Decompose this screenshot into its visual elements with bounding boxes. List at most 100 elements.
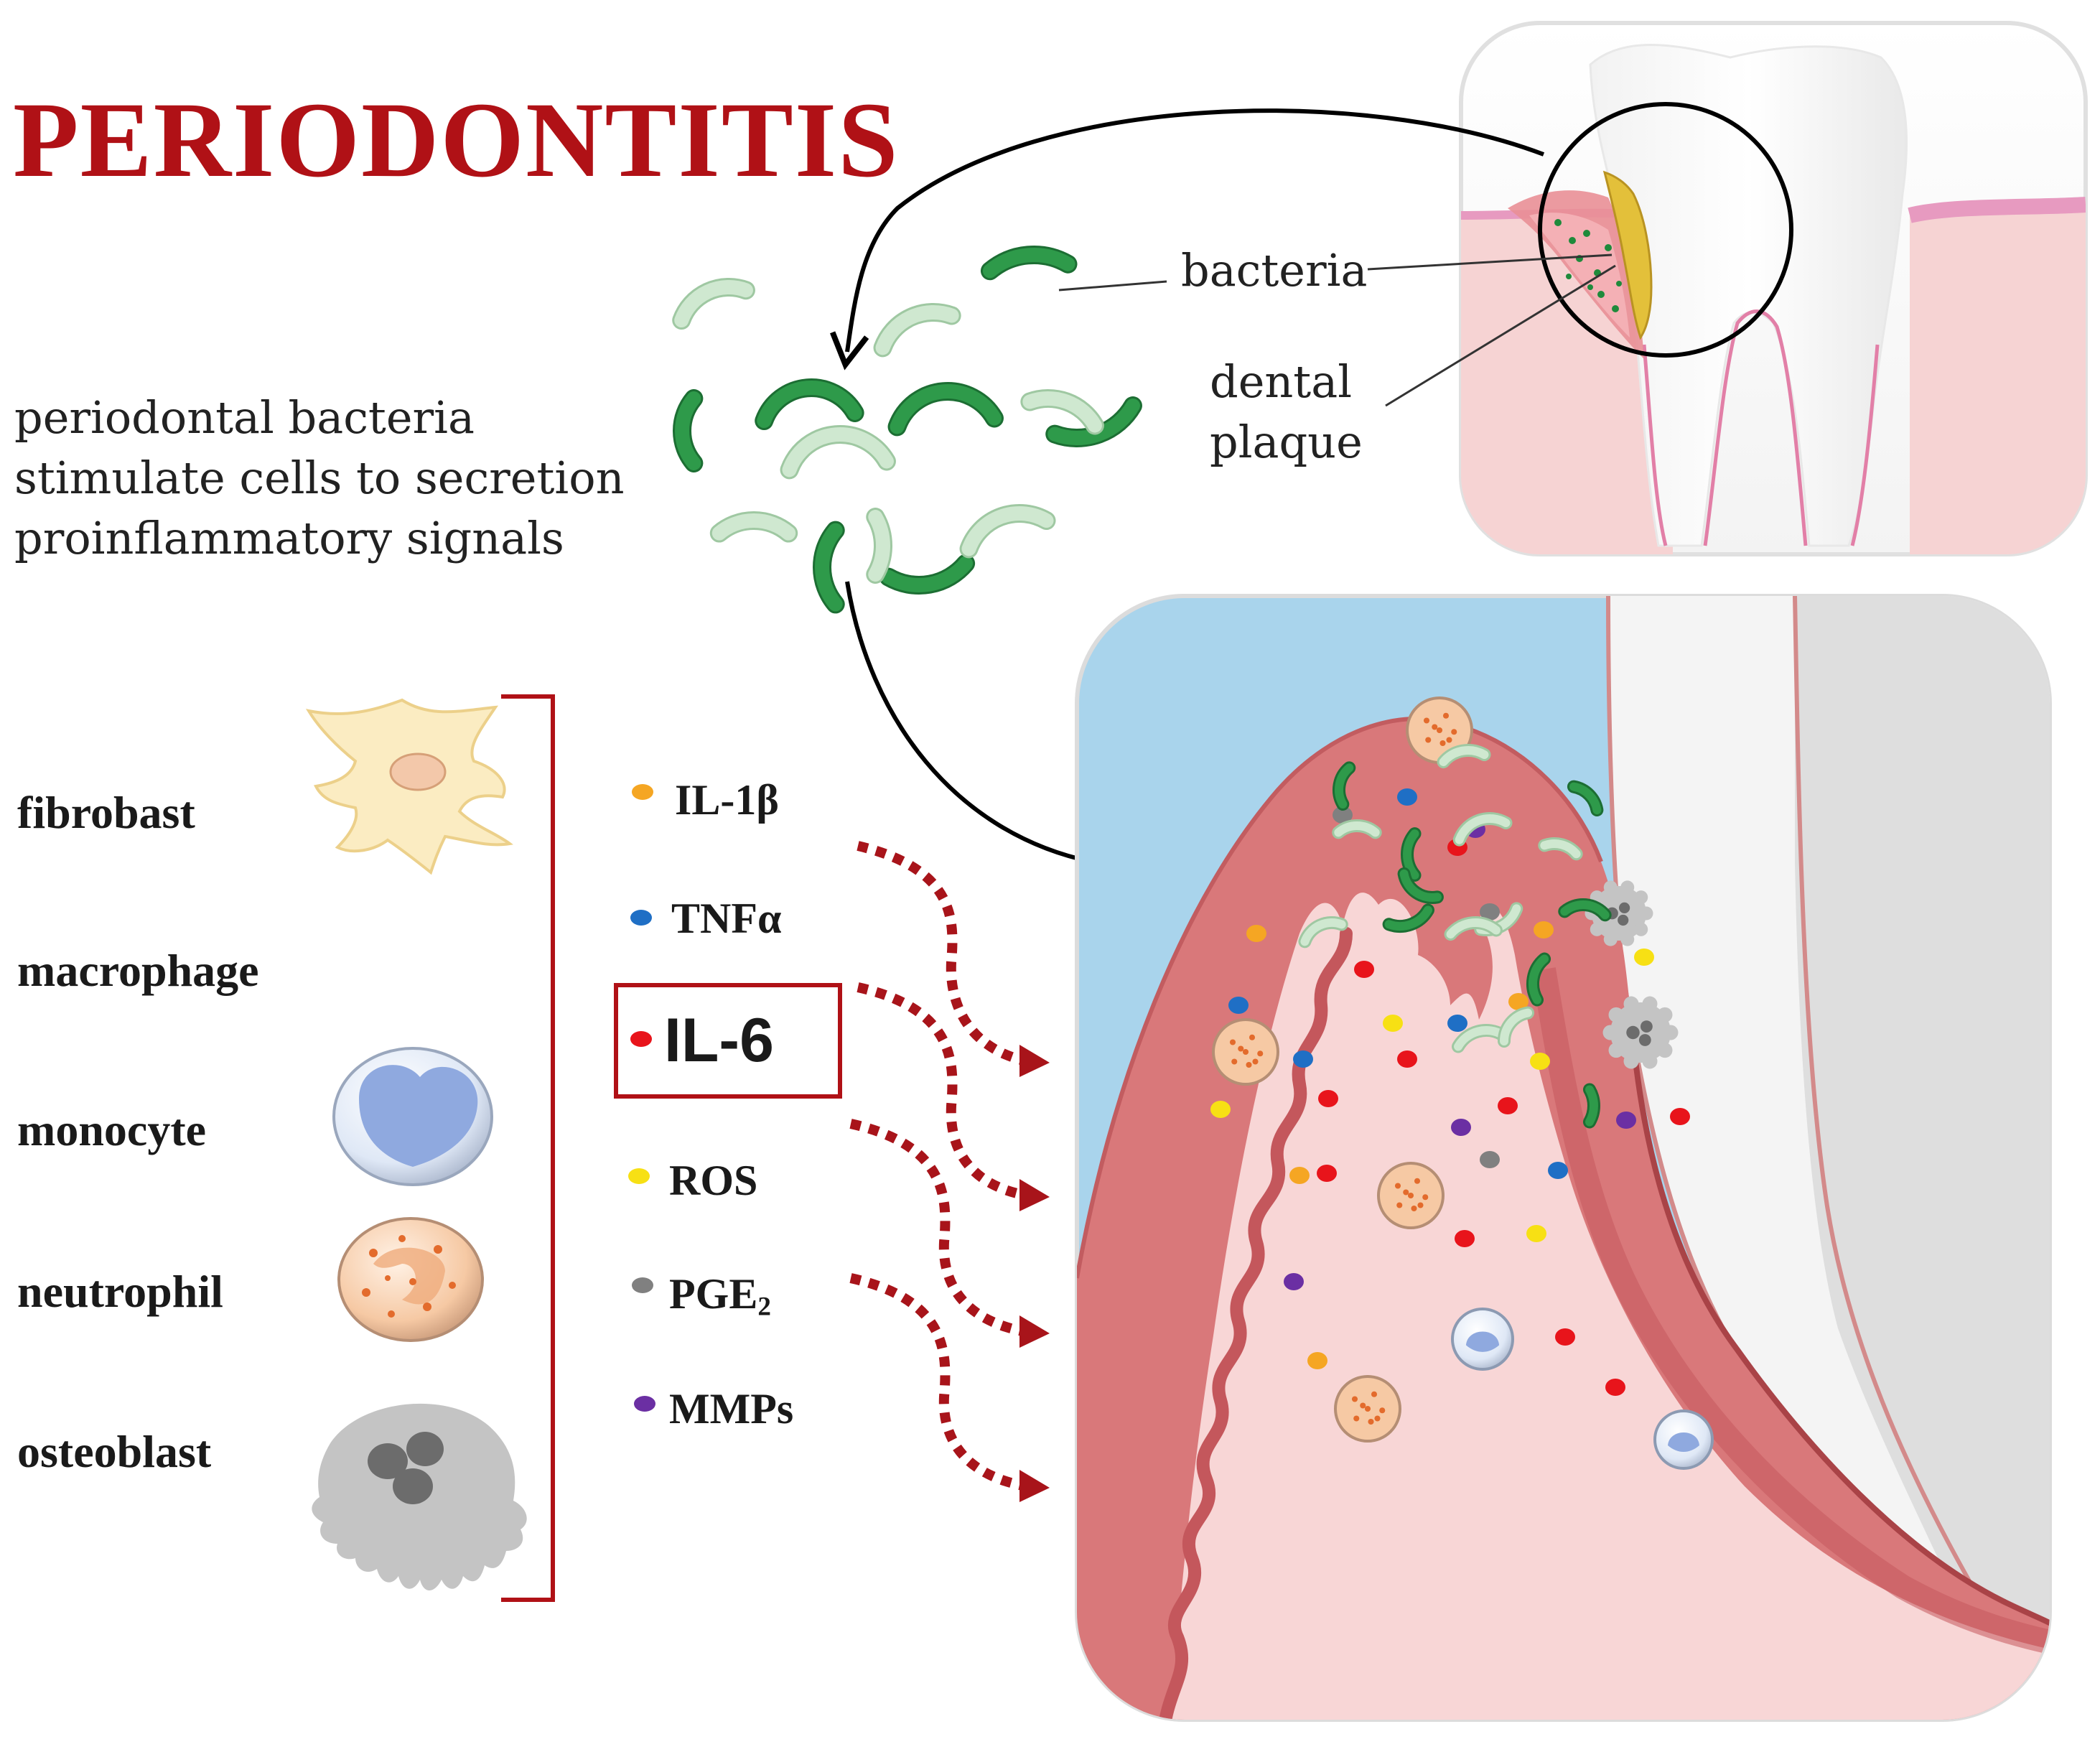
bacterium-4-body — [1047, 399, 1140, 445]
cell-label-monocyte: monocyte — [17, 1104, 207, 1155]
description-line-3: proinflammatory signals — [14, 512, 564, 564]
bacterium-8-body — [1022, 391, 1102, 433]
tissue-osteoblast-2 — [1602, 996, 1679, 1069]
cytokine-dot-5 — [632, 1277, 653, 1293]
monocyte-icon — [332, 1047, 493, 1186]
tissue-cytokine-23 — [1548, 1162, 1568, 1179]
cytokine-dot-3 — [630, 1031, 652, 1047]
page-title: PERIODONTITIS — [13, 80, 900, 200]
bacteria-cluster — [672, 246, 1142, 614]
tissue-cytokine-26 — [1284, 1273, 1304, 1290]
tissue-cytokine-18 — [1480, 1151, 1500, 1168]
tissue-bacterium-12-body — [1560, 900, 1610, 920]
arrow-plaque-to-bacteria — [830, 108, 1545, 371]
tissue-cytokine-13 — [1530, 1053, 1550, 1070]
tissue-cytokine-28 — [1307, 1352, 1327, 1369]
tissue-cytokine-9 — [1447, 1015, 1467, 1032]
bacterium-14-body — [868, 510, 890, 582]
cell-label-macrophage: macrophage — [17, 945, 259, 996]
tissue-bacterium-5-body — [1403, 829, 1419, 880]
cytokine-dot-2 — [630, 910, 652, 926]
dental-plaque-line-2: plaque — [1210, 416, 1363, 468]
description-line-1: periodontal bacteria — [14, 391, 475, 444]
secretion-arrows — [849, 841, 1028, 1491]
tissue-bacterium-3-body — [1569, 782, 1602, 815]
cell-label-neutrophil: neutrophil — [17, 1266, 223, 1317]
tissue-bacterium-10-body — [1300, 918, 1346, 946]
pge-subscript: 2 — [757, 1292, 771, 1322]
tissue-cytokine-21 — [1289, 1167, 1310, 1184]
tissue-bacterium-17-body — [1500, 1008, 1533, 1045]
tissue-cytokine-5 — [1246, 925, 1266, 942]
tissue-cytokine-2 — [1397, 788, 1417, 806]
dental-plaque-callout: dental plaque — [1210, 352, 1363, 472]
tissue-bacterium-14-body — [1454, 1026, 1507, 1051]
tissue-bacterium-2-body — [1439, 746, 1489, 767]
cytokine-label-il6: IL-6 — [664, 1006, 774, 1075]
bacterium-11-body — [815, 523, 843, 612]
cell-label-fibroblast: fibrobast — [17, 787, 195, 838]
cytokine-label-il1b: IL-1β — [675, 776, 779, 824]
tissue-neutrophil-2 — [1212, 1018, 1279, 1086]
tissue-bacterium-13-body — [1529, 954, 1549, 1005]
bacterium-6-body — [757, 381, 862, 429]
tissue-cytokine-16 — [1498, 1097, 1518, 1114]
tissue-cytokine-1 — [1333, 806, 1353, 824]
tissue-cytokine-17 — [1451, 1119, 1471, 1136]
tissue-cytokine-19 — [1616, 1112, 1636, 1129]
tissue-cytokine-14 — [1210, 1101, 1231, 1118]
cytokine-dot-4 — [628, 1168, 650, 1184]
tissue-monocyte-2 — [1653, 1409, 1714, 1470]
secretion-arrowheads — [1019, 1045, 1050, 1502]
tissue-cytokine-7 — [1228, 997, 1249, 1014]
tissue-bacterium-16-body — [1399, 869, 1442, 902]
tissue-cytokine-8 — [1383, 1015, 1403, 1032]
tissue-panel — [1075, 594, 2052, 1722]
osteoblast-icon — [312, 1403, 527, 1590]
cytokine-label-pge2: PGE2 — [669, 1269, 771, 1322]
tissue-neutrophil-4 — [1334, 1375, 1401, 1443]
bacteria-description: periodontal bacteria stimulate cells to … — [14, 388, 625, 569]
tissue-cytokine-25 — [1526, 1225, 1546, 1242]
tissue-cytokine-20 — [1670, 1108, 1690, 1125]
bacteria-callout: bacteria — [1181, 244, 1368, 297]
cytokine-label-ros: ROS — [669, 1157, 758, 1204]
bacterium-7-body — [890, 384, 1002, 434]
il6-highlight-box — [614, 983, 842, 1099]
cytokine-label-mmps: MMPs — [669, 1385, 794, 1432]
description-line-2: stimulate cells to secretion — [14, 452, 625, 504]
bacterium-3-body — [875, 305, 959, 355]
cytokine-dot-1 — [632, 784, 653, 800]
fibroblast-icon — [305, 698, 513, 875]
tissue-cytokine-31 — [1480, 903, 1500, 921]
neutrophil-icon — [337, 1217, 484, 1342]
tissue-bacterium-11-body — [1446, 918, 1501, 939]
bacterium-12-body — [881, 556, 974, 592]
bacterium-1-body — [674, 280, 753, 328]
bacterium-9-body — [782, 427, 894, 477]
tissue-cytokine-27 — [1555, 1328, 1575, 1346]
tissue-bacterium-15-body — [1585, 1085, 1598, 1127]
cytokine-dot-6 — [634, 1396, 655, 1412]
tooth-panel — [1367, 21, 2088, 556]
tissue-bacterium-6-body — [1455, 814, 1511, 844]
tissue-cytokine-29 — [1605, 1379, 1625, 1396]
tissue-cytokine-11 — [1293, 1050, 1313, 1068]
tissue-monocyte-1 — [1451, 1308, 1514, 1371]
tissue-cytokine-15 — [1318, 1090, 1338, 1107]
bacterium-13-body — [961, 506, 1054, 556]
bacterium-5-body — [675, 391, 701, 470]
cell-group-bracket — [501, 694, 555, 1602]
dental-plaque-line-1: dental — [1210, 355, 1353, 408]
tissue-bacterium-4-body — [1334, 821, 1380, 837]
tissue-cytokine-32 — [1534, 921, 1554, 938]
tissue-cytokine-30 — [1634, 949, 1654, 966]
tissue-bacterium-8-body — [1384, 905, 1432, 931]
pge-text: PGE — [669, 1270, 758, 1318]
bacterium-2-body — [982, 248, 1075, 279]
tissue-cytokine-6 — [1354, 961, 1374, 978]
tissue-bacterium-7-body — [1540, 839, 1581, 859]
tissue-cytokine-12 — [1397, 1050, 1417, 1068]
